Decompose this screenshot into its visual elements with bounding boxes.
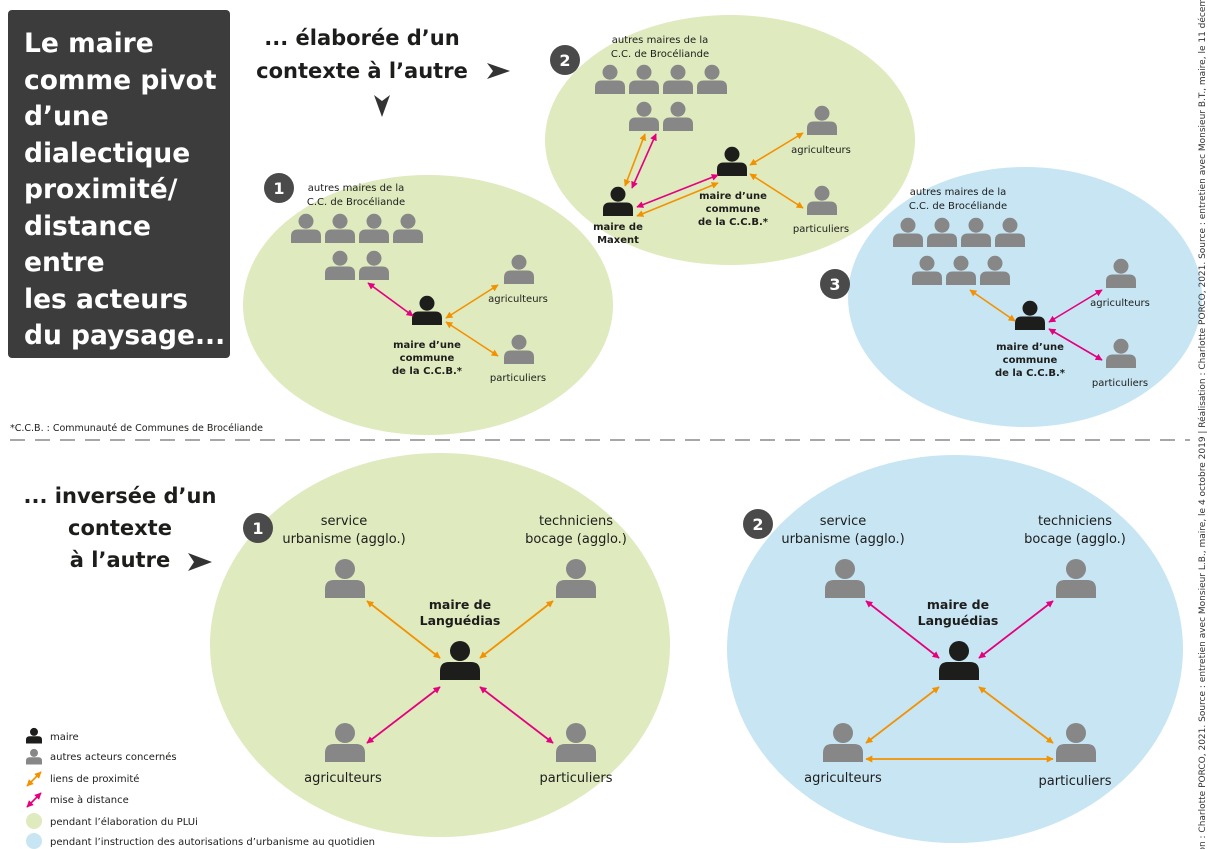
badge-bottom-1-number: 1 xyxy=(252,519,263,538)
t1-mayor-line1: maire d’une xyxy=(393,340,461,351)
legend-daily-label: pendant l’instruction des autorisations … xyxy=(50,837,375,848)
b1-urbanism-line1: service xyxy=(321,514,368,529)
legend-distance-label: mise à distance xyxy=(50,794,129,806)
t3-link-others xyxy=(969,289,1016,322)
t2-individuals-label: particuliers xyxy=(793,224,849,235)
t1-link-individuals xyxy=(445,321,499,357)
t2-others-line2: C.C. de Brocéliande xyxy=(611,48,709,60)
b2-hedge-line2: bocage (agglo.) xyxy=(1024,532,1126,547)
legend-proximity-label: liens de proximité xyxy=(50,773,139,785)
badge-bottom-2: 2 xyxy=(743,509,773,539)
b2-individuals-label: particuliers xyxy=(1039,774,1112,789)
t2-maxent-line2: Maxent xyxy=(597,235,639,246)
badge-top-2: 2 xyxy=(550,45,580,75)
t3-others-line2: C.C. de Brocéliande xyxy=(909,200,1007,212)
b2-farmers-label: agriculteurs xyxy=(804,771,882,786)
b1-mayor-line2: Languédias xyxy=(420,613,501,628)
b2-link-hedge xyxy=(978,600,1054,659)
t3-others-line1: autres maires de la xyxy=(910,187,1006,198)
badge-top-3: 3 xyxy=(820,269,850,299)
t1-others-line2: C.C. de Brocéliande xyxy=(307,196,405,208)
b1-link-farmers xyxy=(366,686,441,744)
b2-link-individuals xyxy=(978,686,1054,744)
t2-maxent-line1: maire de xyxy=(593,222,643,233)
b1-link-individuals xyxy=(479,686,554,744)
t3-mayor-line2: commune xyxy=(1003,355,1058,366)
down-arrowhead-icon xyxy=(374,95,390,117)
b1-mayor-line1: maire de xyxy=(429,597,491,612)
legend-mayor-label: maire xyxy=(50,732,79,743)
top-heading-line1: ... élaborée d’un xyxy=(264,26,459,50)
legend-green-swatch xyxy=(26,813,42,829)
t2-link-maxent-others-distance xyxy=(631,133,657,189)
b2-link-farmers xyxy=(865,686,940,744)
top-ellipse-3 xyxy=(848,167,1202,427)
b2-urbanism-line1: service xyxy=(820,514,867,529)
bottom-heading-line3: à l’autre xyxy=(70,548,170,572)
t1-individuals-label: particuliers xyxy=(490,373,546,384)
b1-farmers-label: agriculteurs xyxy=(304,771,382,786)
t2-link-maxent-mayor-proximity xyxy=(636,182,719,217)
t1-farmers-label: agriculteurs xyxy=(488,294,548,305)
t2-link-individuals xyxy=(749,173,804,209)
b2-link-urbanism xyxy=(865,600,940,659)
legend: maire autres acteurs concernés liens de … xyxy=(26,727,375,849)
legend-actor-icon xyxy=(26,748,42,765)
b2-mayor-line2: Languédias xyxy=(918,613,999,628)
t2-mayor-line3: de la C.C.B.* xyxy=(698,217,769,228)
ccb-footnote: *C.C.B. : Communauté de Communes de Broc… xyxy=(10,423,263,434)
t3-individuals-label: particuliers xyxy=(1092,378,1148,389)
legend-distance-arrow-icon xyxy=(26,792,42,808)
t1-link-others xyxy=(367,282,414,317)
t3-link-farmers xyxy=(1048,289,1103,323)
badge-top-1: 1 xyxy=(264,173,294,203)
main-title: Le maire comme pivot d’une dialectique p… xyxy=(24,28,226,388)
legend-blue-swatch xyxy=(26,833,42,849)
b2-hedge-line1: techniciens xyxy=(1038,514,1112,529)
badge-top-2-number: 2 xyxy=(559,51,570,70)
t1-mayor-line3: de la C.C.B.* xyxy=(392,366,463,377)
badge-top-3-number: 3 xyxy=(829,275,840,294)
b1-link-urbanism xyxy=(366,600,441,659)
bottom-right-arrowhead-icon xyxy=(188,553,212,571)
t2-link-farmers xyxy=(749,132,804,166)
b1-individuals-label: particuliers xyxy=(540,771,613,786)
legend-actor-label: autres acteurs concernés xyxy=(50,751,177,763)
t1-link-farmers xyxy=(445,284,499,319)
b1-hedge-line2: bocage (agglo.) xyxy=(525,532,627,547)
b2-urbanism-line2: urbanisme (agglo.) xyxy=(781,532,904,547)
legend-mayor-icon xyxy=(26,727,42,744)
badge-top-1-number: 1 xyxy=(273,179,284,198)
bottom-heading-line2: contexte xyxy=(68,516,172,540)
bottom-heading-line1: ... inversée d’un xyxy=(24,484,217,508)
t2-mayor-line1: maire d’une xyxy=(699,191,767,202)
t3-link-individuals xyxy=(1048,328,1103,361)
top-heading-line2: contexte à l’autre xyxy=(256,59,468,83)
b1-urbanism-line2: urbanisme (agglo.) xyxy=(282,532,405,547)
credit-strip: Réalisation : Charlotte PORCO, 2021. Sou… xyxy=(1197,0,1210,849)
b1-link-hedge xyxy=(479,600,554,659)
t3-farmers-label: agriculteurs xyxy=(1090,298,1150,309)
title-box: Le maire comme pivot d’une dialectique p… xyxy=(8,10,230,388)
legend-proximity-arrow-icon xyxy=(26,771,42,787)
t2-others-line1: autres maires de la xyxy=(612,35,708,46)
t2-mayor-line2: commune xyxy=(706,204,761,215)
t2-farmers-label: agriculteurs xyxy=(791,145,851,156)
b2-mayor-line1: maire de xyxy=(927,597,989,612)
legend-plui-label: pendant l’élaboration du PLUi xyxy=(50,816,198,828)
badge-bottom-2-number: 2 xyxy=(752,515,763,534)
badge-bottom-1: 1 xyxy=(243,513,273,543)
t1-mayor-line2: commune xyxy=(400,353,455,364)
b1-hedge-line1: techniciens xyxy=(539,514,613,529)
right-arrowhead-icon xyxy=(487,63,510,79)
t3-mayor-line3: de la C.C.B.* xyxy=(995,368,1066,379)
t1-others-line1: autres maires de la xyxy=(308,183,404,194)
t3-mayor-line1: maire d’une xyxy=(996,342,1064,353)
credit-text: Réalisation : Charlotte PORCO, 2021. Sou… xyxy=(1198,0,1208,849)
